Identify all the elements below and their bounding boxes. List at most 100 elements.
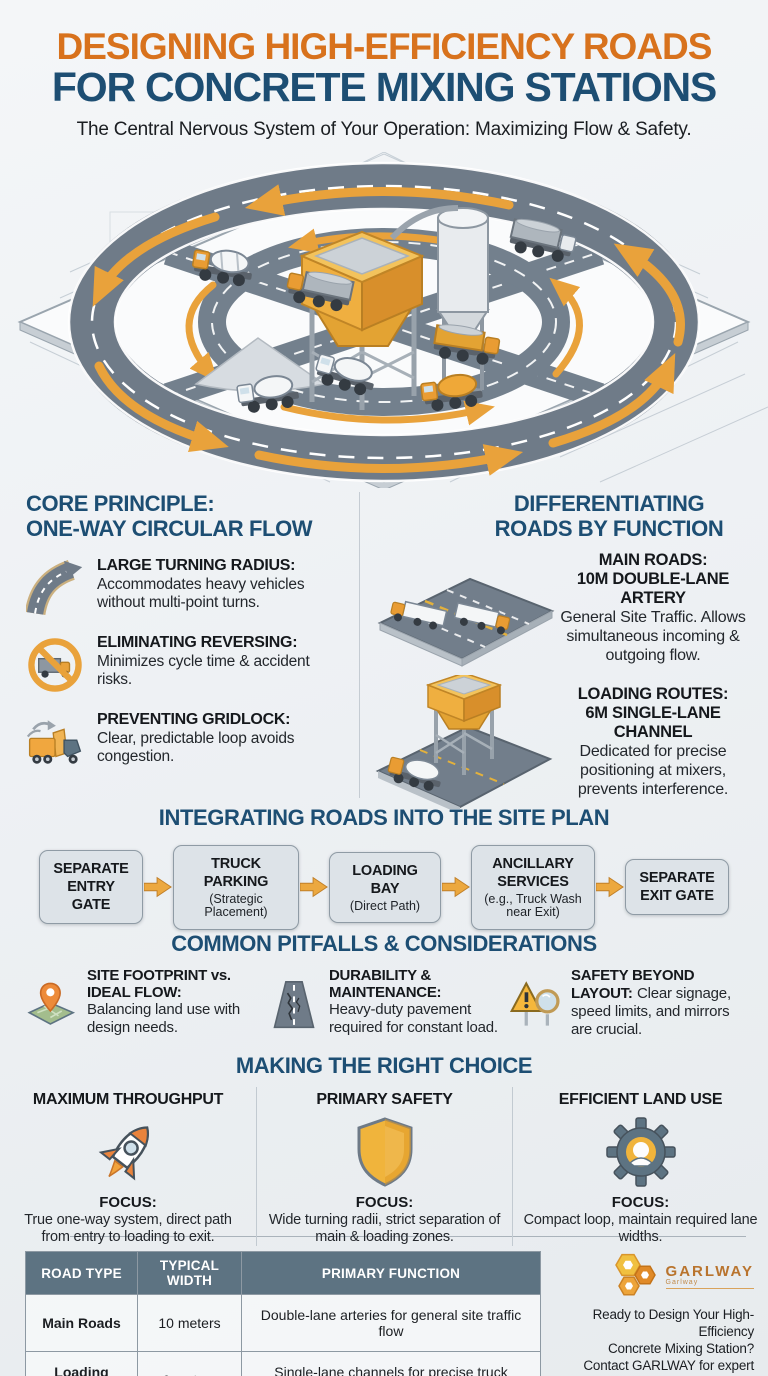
item-body: Minimizes cycle time & accident risks. <box>97 652 310 688</box>
dump-truck <box>509 218 577 262</box>
item-title: PREVENTING GRIDLOCK: <box>97 711 291 729</box>
flow-arrow-icon <box>143 876 173 898</box>
flow-step-label: SEPARATE ENTRY GATE <box>53 861 129 914</box>
flow-step-truck-parking: TRUCK PARKING (Strategic Placement) <box>173 844 299 931</box>
brand-name: GARLWAY <box>665 1262 754 1280</box>
site-plan-flow: SEPARATE ENTRY GATE TRUCK PARKING (Strat… <box>0 844 768 931</box>
choice-title: MAXIMUM THROUGHPUT <box>32 1090 224 1108</box>
bottom-section: ROAD TYPE TYPICAL WIDTH PRIMARY FUNCTION… <box>0 1236 768 1376</box>
core-principle-heading: CORE PRINCIPLE: ONE-WAY CIRCULAR FLOW <box>26 491 313 541</box>
mixer-truck <box>315 353 374 396</box>
focus-label: FOCUS: <box>99 1193 157 1211</box>
cell-function: Single-lane channels for precise truck p… <box>241 1351 541 1376</box>
loading-routes-body: Dedicated for precise positioning at mix… <box>577 743 729 798</box>
flow-arrow-icon <box>595 876 625 898</box>
page-title-line1: DESIGNING HIGH-EFFICIENCY ROADS <box>56 26 713 67</box>
focus-label: FOCUS: <box>355 1193 414 1211</box>
main-roads-title: MAIN ROADS: 10M DOUBLE-LANE ARTERY <box>576 551 730 608</box>
cell-width: 10 meters <box>137 1293 242 1353</box>
divider-line <box>70 1236 746 1237</box>
flow-step-label: TRUCK PARKING <box>203 855 269 890</box>
choice-safety: PRIMARY SAFETY FOCUS: Wide turning radii… <box>256 1086 512 1247</box>
differentiating-column: DIFFERENTIATING ROADS BY FUNCTION <box>360 491 748 810</box>
pitfall-body: Heavy-duty pavement required for constan… <box>329 1001 498 1037</box>
footer: GARLWAY Garlway Ready to Design Your Hig… <box>541 1251 754 1376</box>
choice-section: MAKING THE RIGHT CHOICE MAXIMUM THROUGHP… <box>0 1048 768 1247</box>
cell-width: 6 meters <box>137 1351 242 1376</box>
principles-section: CORE PRINCIPLE: ONE-WAY CIRCULAR FLOW LA… <box>0 488 768 810</box>
choice-title: PRIMARY SAFETY <box>316 1090 453 1108</box>
focus-body: Compact loop, maintain required lane wid… <box>523 1211 758 1246</box>
footer-cta-text: Ready to Design Your High-Efficiency Con… <box>583 1307 754 1376</box>
flow-step-entry-gate: SEPARATE ENTRY GATE <box>39 850 143 925</box>
rocket-icon <box>98 1125 149 1181</box>
flow-arrow-icon <box>441 876 471 898</box>
integration-heading: INTEGRATING ROADS INTO THE SITE PLAN <box>158 805 610 830</box>
curved-road-icon <box>26 560 83 616</box>
choice-throughput: MAXIMUM THROUGHPUT FOCUS: Tr <box>0 1087 256 1247</box>
flow-step-sub: (Direct Path) <box>349 898 421 913</box>
core-item-gridlock: PREVENTING GRIDLOCK: Clear, predictable … <box>26 711 347 771</box>
flow-arrow-icon <box>299 876 329 898</box>
col-header-function: PRIMARY FUNCTION <box>241 1251 541 1295</box>
no-reversing-icon <box>28 638 82 692</box>
pitfall-safety: SAFETY BEYOND LAYOUT: Clear signage, spe… <box>510 967 746 1039</box>
pitfalls-heading: COMMON PITFALLS & CONSIDERATIONS <box>171 931 597 956</box>
flow-step-ancillary: ANCILLARY SERVICES (e.g., Truck Wash nea… <box>471 844 595 931</box>
brand-logo: GARLWAY Garlway <box>553 1253 754 1299</box>
col-header-width: TYPICAL WIDTH <box>137 1251 242 1295</box>
flow-step-sub: (Strategic Placement) <box>204 891 268 920</box>
shield-icon <box>357 1117 412 1187</box>
header: DESIGNING HIGH-EFFICIENCY ROADS FOR CONC… <box>0 0 768 152</box>
flow-step-sub: (e.g., Truck Wash near Exit) <box>484 891 582 920</box>
item-title: LARGE TURNING RADIUS: <box>97 557 296 575</box>
cracked-road-icon <box>273 980 315 1028</box>
warning-mirror-icon <box>510 980 560 1026</box>
hero-illustration <box>0 152 768 488</box>
item-body: Accommodates heavy vehicles without mult… <box>97 575 305 611</box>
map-pin-icon <box>27 982 76 1025</box>
integration-section: INTEGRATING ROADS INTO THE SITE PLAN SEP… <box>0 798 768 931</box>
mixer-truck <box>236 375 299 413</box>
page-title-line2: FOR CONCRETE MIXING STATIONS <box>51 64 717 111</box>
brand-tagline: Garlway <box>665 1278 699 1286</box>
pitfall-title: DURABILITY & MAINTENANCE: <box>329 966 442 1002</box>
main-roads-body: General Site Traffic. Allows simultaneou… <box>560 609 746 664</box>
core-principle-column: CORE PRINCIPLE: ONE-WAY CIRCULAR FLOW LA… <box>26 491 360 798</box>
cell-function: Double-lane arteries for general site tr… <box>241 1293 541 1353</box>
loading-hopper-illustration <box>375 675 553 810</box>
core-item-turning-radius: LARGE TURNING RADIUS: Accommodates heavy… <box>26 557 347 617</box>
table-row: Loading Routes 6 meters Single-lane chan… <box>25 1351 541 1376</box>
differentiating-heading: DIFFERENTIATING ROADS BY FUNCTION <box>494 491 724 541</box>
table-row: Main Roads 10 meters Double-lane arterie… <box>25 1293 541 1353</box>
hexagon-logo-icon <box>614 1253 656 1296</box>
item-body: Clear, predictable loop avoids congestio… <box>97 729 295 765</box>
choice-title: EFFICIENT LAND USE <box>558 1090 723 1108</box>
dump-truck <box>433 324 501 365</box>
focus-body: Wide turning radii, strict separation of… <box>268 1211 501 1246</box>
cell-road-type: Main Roads <box>25 1293 138 1353</box>
main-roads-row: MAIN ROADS: 10M DOUBLE-LANE ARTERY Gener… <box>370 547 748 669</box>
cell-road-type: Loading Routes <box>25 1351 138 1376</box>
loading-routes-title: LOADING ROUTES: 6M SINGLE-LANE CHANNEL <box>577 685 729 742</box>
flow-step-label: LOADING BAY <box>352 862 418 897</box>
mixer-truck <box>420 373 483 412</box>
gridlock-truck-icon <box>26 720 82 764</box>
item-title: ELIMINATING REVERSING: <box>97 634 298 652</box>
pitfall-title: SAFETY BEYOND LAYOUT: <box>571 966 695 1002</box>
dump-truck <box>286 271 355 312</box>
flow-step-label: SEPARATE EXIT GATE <box>639 870 715 905</box>
pitfall-title: SITE FOOTPRINT vs. IDEAL FLOW: <box>87 966 231 1002</box>
flow-arrows <box>92 184 685 476</box>
circular-flow-diagram <box>17 152 768 488</box>
choice-heading: MAKING THE RIGHT CHOICE <box>235 1053 533 1078</box>
flow-step-label: ANCILLARY SERVICES <box>492 855 574 890</box>
pitfall-body: Clear signage, speed limits, and mirrors… <box>571 984 731 1038</box>
flow-step-loading-bay: LOADING BAY (Direct Path) <box>329 851 441 924</box>
loading-routes-row: LOADING ROUTES: 6M SINGLE-LANE CHANNEL D… <box>370 675 748 810</box>
choice-land-use: EFFICIENT LAND USE <box>512 1086 768 1247</box>
flow-step-exit-gate: SEPARATE EXIT GATE <box>625 859 729 916</box>
pitfalls-section: COMMON PITFALLS & CONSIDERATIONS SITE FO… <box>0 926 768 1048</box>
gear-icon <box>605 1116 676 1187</box>
